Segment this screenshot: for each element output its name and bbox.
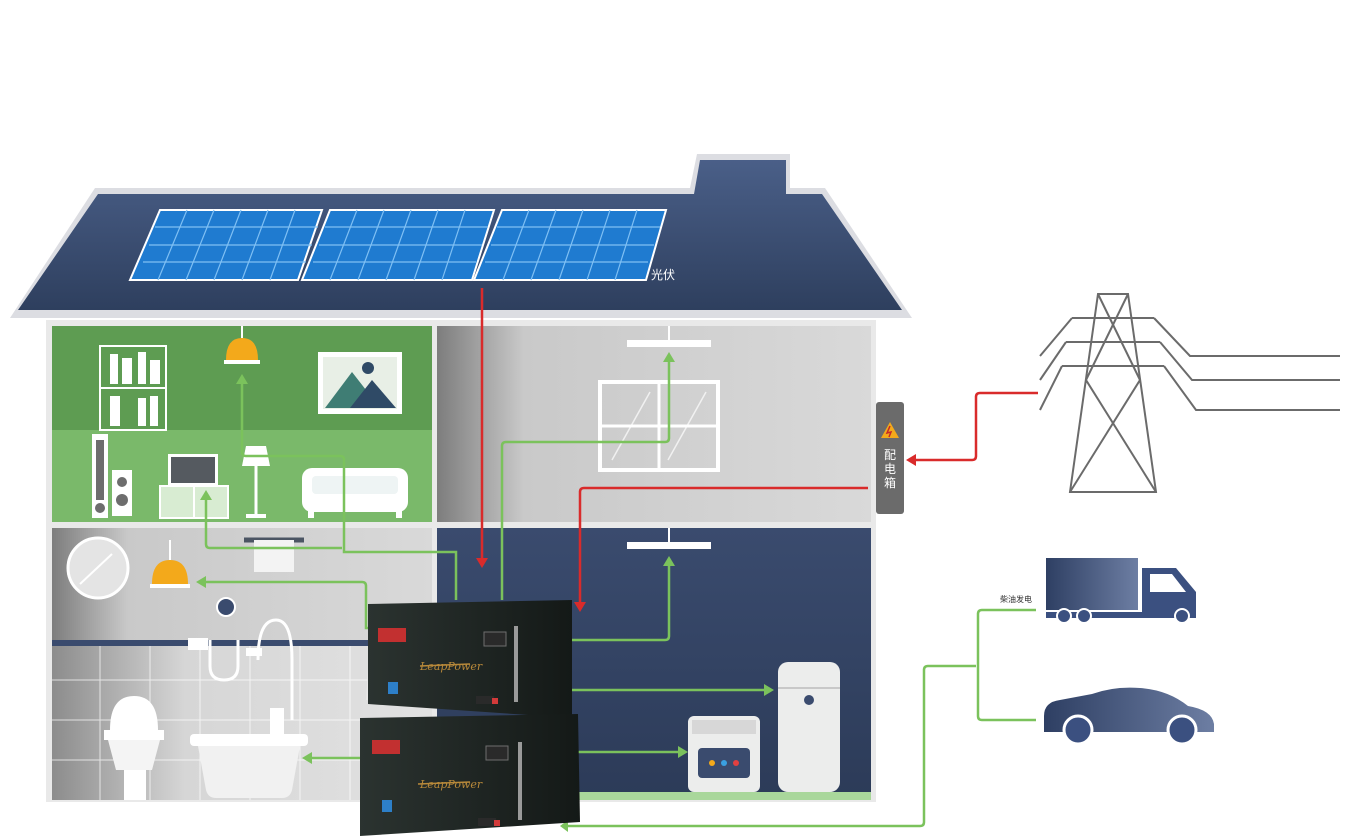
- window-icon: [598, 380, 720, 472]
- ac-arrowheads: [476, 454, 916, 612]
- sofa-icon: [302, 468, 408, 518]
- pylon-icon: [1039, 293, 1340, 493]
- fridge-icon: [778, 662, 840, 792]
- ceiling-light-icon: [627, 542, 711, 549]
- car-icon: [1044, 687, 1214, 746]
- battery-brand-label: LeapPower: [420, 660, 483, 673]
- bookshelf-icon: [99, 345, 167, 431]
- bathtub-icon: [190, 708, 308, 798]
- washer-icon: [688, 716, 760, 792]
- battery-module-bottom: [360, 714, 580, 836]
- speaker-icon: [92, 434, 132, 518]
- battery-icon: [360, 600, 580, 836]
- lamp-icon: [224, 326, 260, 364]
- toilet-icon: [104, 696, 164, 800]
- ceiling-light-icon: [627, 340, 711, 347]
- distribution-box-label: 配电箱: [883, 448, 896, 490]
- shower-head-icon: [216, 597, 236, 617]
- warning-icon: [881, 422, 899, 438]
- photovoltaic-label: 光伏: [651, 268, 676, 282]
- ac-flow-lines: [480, 288, 1038, 604]
- dc-flow-lines: [204, 360, 1036, 828]
- tv-icon: [159, 454, 229, 519]
- battery-brand-label: LeapPower: [420, 778, 483, 791]
- picture-frame-icon: [318, 352, 402, 414]
- solar-panel-icon: [128, 209, 668, 281]
- towel-rack-icon: [244, 537, 304, 572]
- battery-module-top: [366, 600, 572, 718]
- distribution-box[interactable]: [876, 402, 904, 514]
- truck-icon: [1046, 558, 1196, 624]
- diesel-generation-label: 柴油发电: [1000, 595, 1032, 604]
- dc-arrowheads: [196, 352, 774, 832]
- lamp-icon: [150, 540, 190, 588]
- upper-room: [437, 326, 871, 522]
- mirror-icon: [66, 536, 130, 600]
